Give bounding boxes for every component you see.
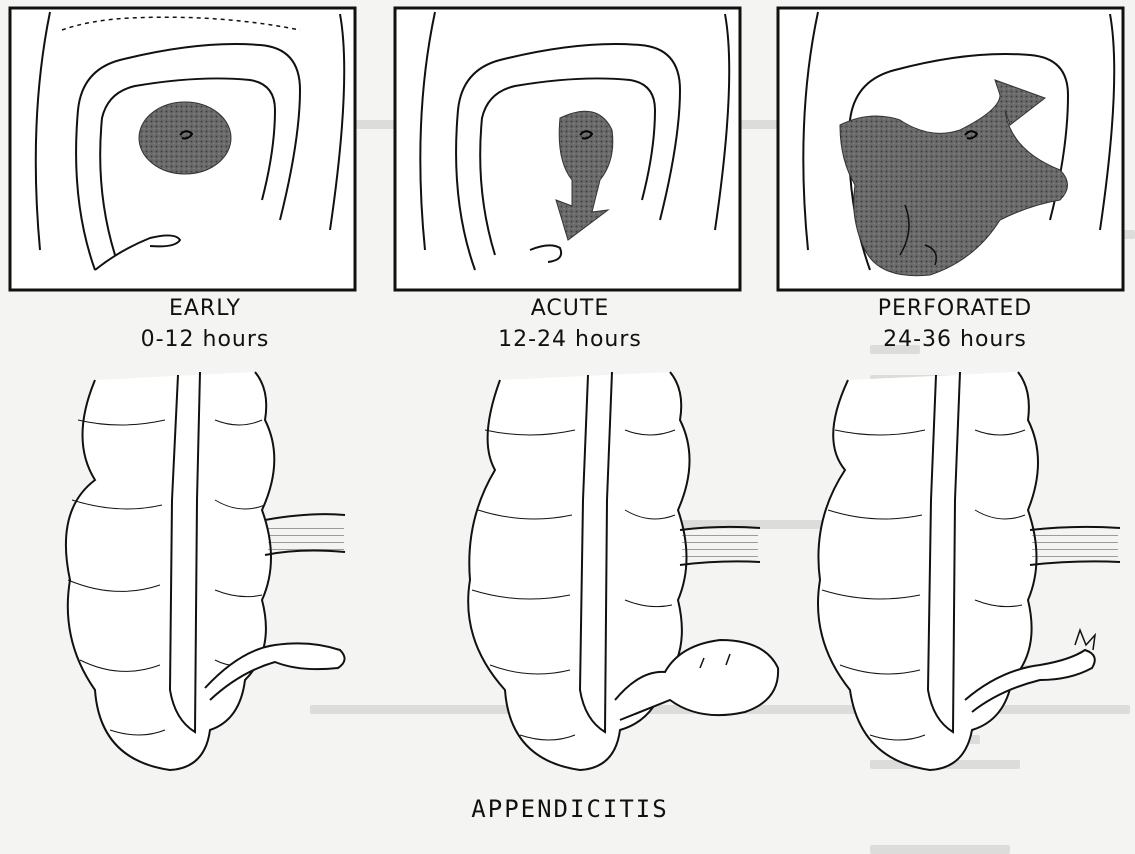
cecum-perforated: [818, 372, 1120, 770]
figure-caption: APPENDICITIS: [380, 795, 760, 823]
stage-acute-hours: 12-24 hours: [450, 327, 690, 352]
cecum-early: [66, 372, 345, 770]
panel-acute: [395, 8, 740, 290]
stage-perforated-hours: 24-36 hours: [830, 327, 1080, 352]
panel-early: [10, 8, 355, 290]
cecum-acute: [468, 372, 778, 770]
stage-early-title: EARLY: [120, 296, 290, 321]
stage-acute-title: ACUTE: [480, 296, 660, 321]
panel-perforated: [778, 8, 1123, 290]
stage-perforated-title: PERFORATED: [850, 296, 1060, 321]
stage-early-hours: 0-12 hours: [70, 327, 340, 352]
